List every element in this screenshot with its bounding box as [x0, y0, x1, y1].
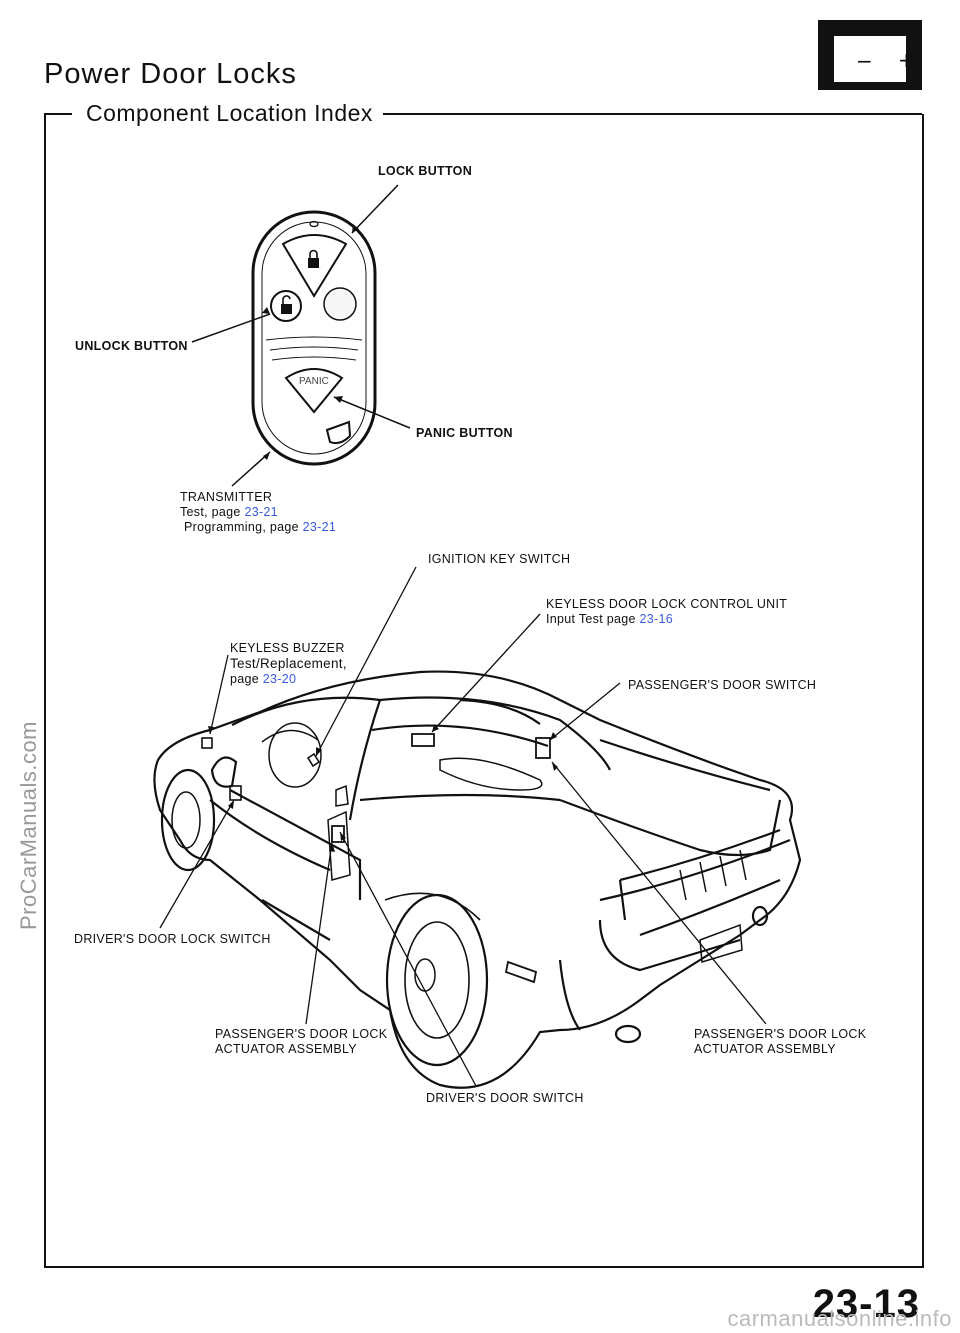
panic-text: PANIC — [299, 376, 329, 387]
passenger-actuator-left-line2: ACTUATOR ASSEMBLY — [215, 1042, 357, 1056]
frame-top-right — [383, 113, 922, 115]
passenger-actuator-left-line1: PASSENGER'S DOOR LOCK — [215, 1027, 388, 1041]
content-frame — [44, 114, 924, 1268]
passenger-actuator-right-line1: PASSENGER'S DOOR LOCK — [694, 1027, 867, 1041]
buzzer-page-link[interactable]: 23-20 — [262, 672, 297, 686]
ignition-switch-label: IGNITION KEY SWITCH — [428, 552, 571, 566]
transmitter-test-text: Test, page — [180, 505, 245, 519]
site-watermark: carmanualsonline.info — [727, 1306, 952, 1331]
panic-button-label: PANIC BUTTON — [416, 426, 513, 440]
lock-button-label: LOCK BUTTON — [378, 164, 473, 178]
transmitter-test-link[interactable]: 23-21 — [244, 505, 278, 519]
section-subtitle: Component Location Index — [78, 100, 381, 127]
control-unit-test: Input Test page 23-16 — [546, 612, 673, 627]
passenger-door-switch-label: PASSENGER'S DOOR SWITCH — [628, 678, 817, 692]
passenger-actuator-right-line2: ACTUATOR ASSEMBLY — [694, 1042, 836, 1056]
buzzer-page-text: page — [230, 672, 263, 686]
unlock-button-label: UNLOCK BUTTON — [75, 339, 188, 353]
transmitter-fob-drawing — [251, 210, 377, 466]
transmitter-programming: Programming, page 23-21 — [184, 520, 336, 535]
car-arrowheads — [208, 724, 558, 852]
buzzer-test: Test/Replacement, — [230, 656, 347, 671]
buzzer-label: KEYLESS BUZZER — [230, 641, 345, 655]
transmitter-title: TRANSMITTER — [180, 490, 273, 504]
page-number: 23-13 — [812, 1282, 920, 1326]
buzzer-page: page 23-20 — [230, 672, 296, 687]
transmitter-prog-link[interactable]: 23-21 — [302, 520, 337, 534]
control-unit-test-text: Input Test page — [546, 612, 640, 626]
battery-icon: − + — [818, 20, 922, 90]
control-unit-label: KEYLESS DOOR LOCK CONTROL UNIT — [546, 597, 788, 611]
driver-door-switch-label: DRIVER'S DOOR SWITCH — [426, 1091, 584, 1105]
battery-plus: + — [898, 48, 915, 72]
car-leaders — [159, 566, 767, 1087]
control-unit-link[interactable]: 23-16 — [639, 612, 674, 626]
transmitter-prog-text: Programming, page — [184, 520, 303, 534]
car-drawing — [153, 670, 802, 1089]
battery-minus: − — [856, 49, 873, 73]
transmitter-arrowheads — [262, 224, 359, 460]
frame-top-left — [44, 113, 72, 115]
page-title: Power Door Locks — [44, 58, 297, 90]
transmitter-leaders — [191, 184, 411, 487]
driver-door-lock-switch-label: DRIVER'S DOOR LOCK SWITCH — [74, 932, 271, 946]
transmitter-test: Test, page 23-21 — [180, 505, 278, 520]
